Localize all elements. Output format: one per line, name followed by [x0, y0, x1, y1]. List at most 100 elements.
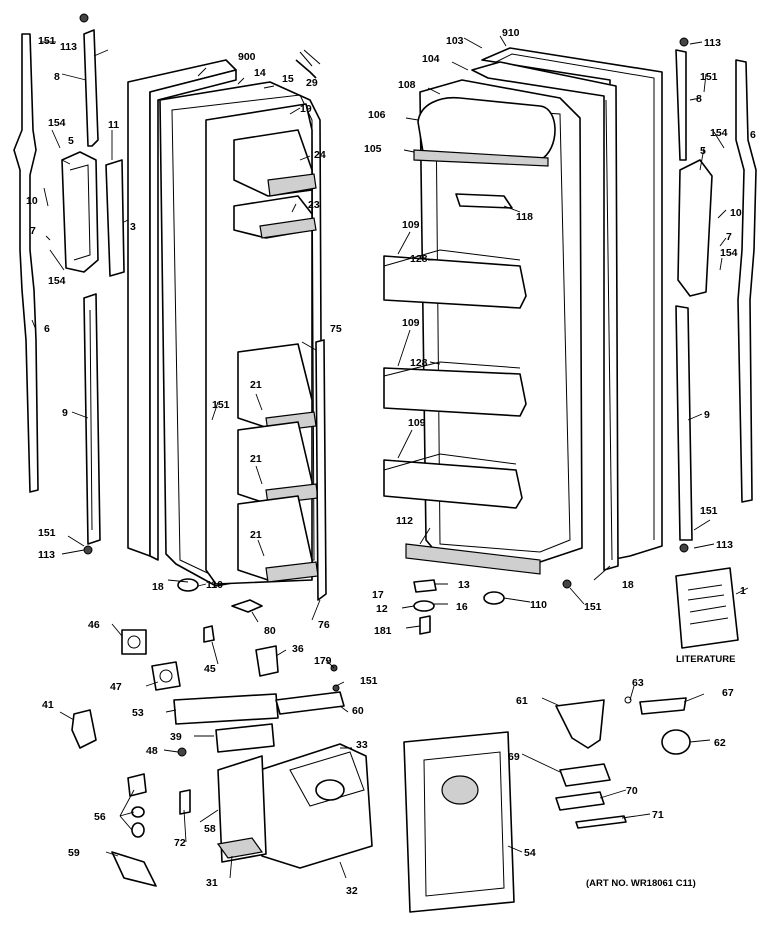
left-door-trim-lower: [83, 293, 101, 545]
part-label: 104: [422, 53, 440, 65]
part-label: 109: [408, 417, 426, 429]
screw-icon: [562, 579, 572, 589]
part-label: 110: [206, 579, 223, 591]
right-door-trim-top: [675, 49, 687, 161]
bracket-67: [639, 697, 687, 715]
part-label: 5: [700, 145, 706, 157]
freezer-shelf-24: [233, 129, 317, 197]
dairy-door-106: [417, 96, 556, 161]
part-label: 41: [42, 699, 54, 711]
screw-icon: [679, 37, 689, 47]
part-label: 21: [250, 453, 262, 465]
part-label: 23: [308, 199, 320, 211]
part-label: 8: [696, 93, 702, 105]
left-door-handle: [61, 151, 99, 273]
dispenser-cover-58: [217, 755, 267, 863]
part-label: 900: [238, 51, 256, 63]
part-label: 46: [88, 619, 100, 631]
door-bin-109-lower: [383, 453, 523, 509]
part-label: 151: [700, 505, 718, 517]
part-label: 67: [722, 687, 734, 699]
part-label: 910: [502, 27, 520, 39]
part-label: 36: [292, 643, 304, 655]
right-door-handle: [677, 159, 713, 297]
part-label: 181: [374, 625, 392, 637]
cover-plate-53: [173, 693, 279, 725]
dispenser-knob-46: [121, 629, 147, 655]
part-56-b: [131, 806, 145, 818]
part-label: 72: [174, 837, 186, 849]
hinge-block: [231, 599, 263, 613]
part-label: 12: [376, 603, 388, 615]
part-label: 128: [410, 253, 428, 265]
egg-tray: [455, 193, 513, 209]
light-socket-47: [151, 661, 181, 691]
part-label: 54: [524, 847, 536, 859]
dispenser-housing-32: [259, 743, 373, 869]
hinge-part-12: [413, 600, 435, 612]
funnel-61: [555, 699, 605, 749]
part-label: 113: [38, 549, 55, 561]
part-label: 61: [516, 695, 528, 707]
nut-48: [177, 747, 187, 757]
part-label: 5: [68, 135, 74, 147]
part-label: 16: [456, 601, 468, 613]
part-label: 151: [38, 35, 56, 47]
screw-icon: [332, 684, 340, 692]
screw-icon: [83, 545, 93, 555]
part-56-c: [131, 822, 145, 838]
part-label: 21: [250, 379, 262, 391]
part-label: 154: [48, 117, 66, 129]
part-label: 19: [300, 103, 312, 115]
part-56-a: [127, 773, 147, 797]
right-door-trim-lower: [675, 305, 693, 541]
drip-tray-31: [216, 837, 264, 859]
part-label: 109: [402, 317, 420, 329]
hinge-part-17: [413, 579, 437, 593]
literature-booklet: [675, 567, 739, 649]
left-door-trim-top: [83, 29, 99, 147]
lever-70: [555, 791, 605, 811]
part-label: 1: [740, 585, 746, 597]
part-label: 24: [314, 149, 326, 161]
part-label: 62: [714, 737, 726, 749]
right-door-gasket-strip: [735, 59, 757, 503]
part-label: 7: [726, 231, 732, 243]
door-bin-109-middle: [383, 361, 527, 417]
literature-label: LITERATURE: [676, 654, 735, 665]
freezer-shelf-21-middle: [237, 421, 319, 505]
freezer-door-outer-panel: [127, 59, 237, 561]
part-label: 109: [402, 219, 420, 231]
actuator-36: [255, 645, 279, 677]
part-label: 179: [314, 655, 332, 667]
switch-45: [203, 625, 215, 643]
part-label: 151: [700, 71, 718, 83]
door-bottom-trim: [405, 543, 541, 575]
hinge-cap-110: [483, 591, 505, 605]
part-label: 6: [44, 323, 50, 335]
screw-icon: [679, 543, 689, 553]
part-label: 33: [356, 739, 368, 751]
part-label: 110: [530, 599, 547, 611]
part-label: 128: [410, 357, 428, 369]
part-label: 17: [372, 589, 384, 601]
part-label: 60: [352, 705, 364, 717]
part-label: 151: [360, 675, 378, 687]
part-label: 70: [626, 785, 638, 797]
left-handle-bracket: [105, 159, 125, 277]
part-label: 58: [204, 823, 216, 835]
part-label: 106: [368, 109, 386, 121]
lever-41: [71, 709, 97, 749]
part-label: 80: [264, 625, 276, 637]
part-label: 15: [282, 73, 294, 85]
left-door-gasket-strip: [13, 33, 39, 493]
screw-181: [419, 615, 431, 635]
dairy-door-trim: [413, 149, 549, 167]
part-label: 8: [54, 71, 60, 83]
seal-ring-62: [661, 729, 691, 755]
part-label: 48: [146, 745, 158, 757]
part-label: 18: [152, 581, 164, 593]
part-label: 75: [330, 323, 342, 335]
